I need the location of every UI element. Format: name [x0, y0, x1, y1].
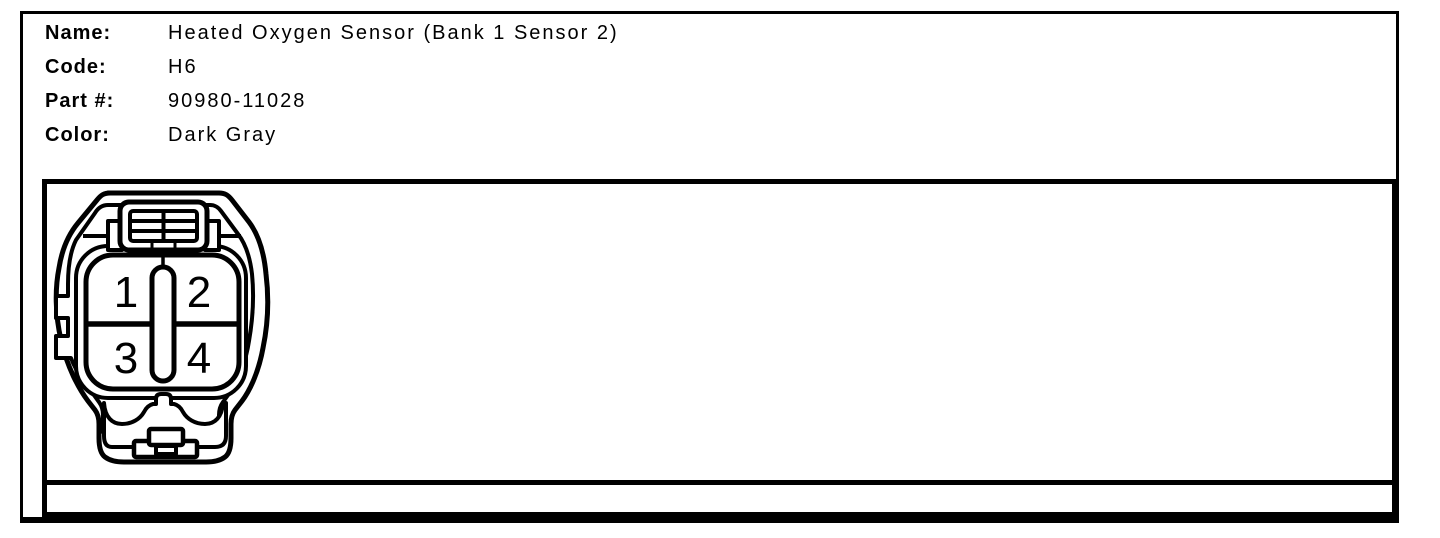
- bottom-tab-inner-contour: [102, 392, 228, 449]
- connector-diagram-box: 1 2 3 4: [42, 179, 1397, 517]
- pin-3-label: 3: [114, 334, 138, 383]
- field-value-color: Dark Gray: [168, 124, 278, 146]
- field-value-part-number: 90980-11028: [168, 90, 307, 112]
- page-border: Name: Heated Oxygen Sensor (Bank 1 Senso…: [20, 11, 1399, 523]
- pin-2-label: 2: [187, 268, 211, 317]
- field-label-name: Name:: [45, 22, 112, 44]
- field-row-color: Color: Dark Gray: [23, 123, 1396, 147]
- field-label-code: Code:: [45, 56, 107, 78]
- lock-tab-grid-ticks: [150, 241, 177, 250]
- field-value-code: H6: [168, 56, 198, 78]
- field-row-part-number: Part #: 90980-11028: [23, 89, 1396, 113]
- field-label-part-number: Part #:: [45, 90, 115, 112]
- field-label-color: Color:: [45, 124, 110, 146]
- field-row-code: Code: H6: [23, 55, 1396, 79]
- connector-diagram: 1 2 3 4: [53, 190, 271, 465]
- field-value-name: Heated Oxygen Sensor (Bank 1 Sensor 2): [168, 22, 619, 44]
- bottom-tab-pedestal-slot: [154, 444, 178, 456]
- field-row-name: Name: Heated Oxygen Sensor (Bank 1 Senso…: [23, 21, 1396, 45]
- pin-4-label: 4: [187, 334, 211, 383]
- bottom-tab-pedestal-top: [146, 426, 186, 448]
- diagram-box-divider: [47, 480, 1392, 485]
- keyway-slot: [149, 264, 177, 384]
- pin-1-label: 1: [114, 268, 138, 317]
